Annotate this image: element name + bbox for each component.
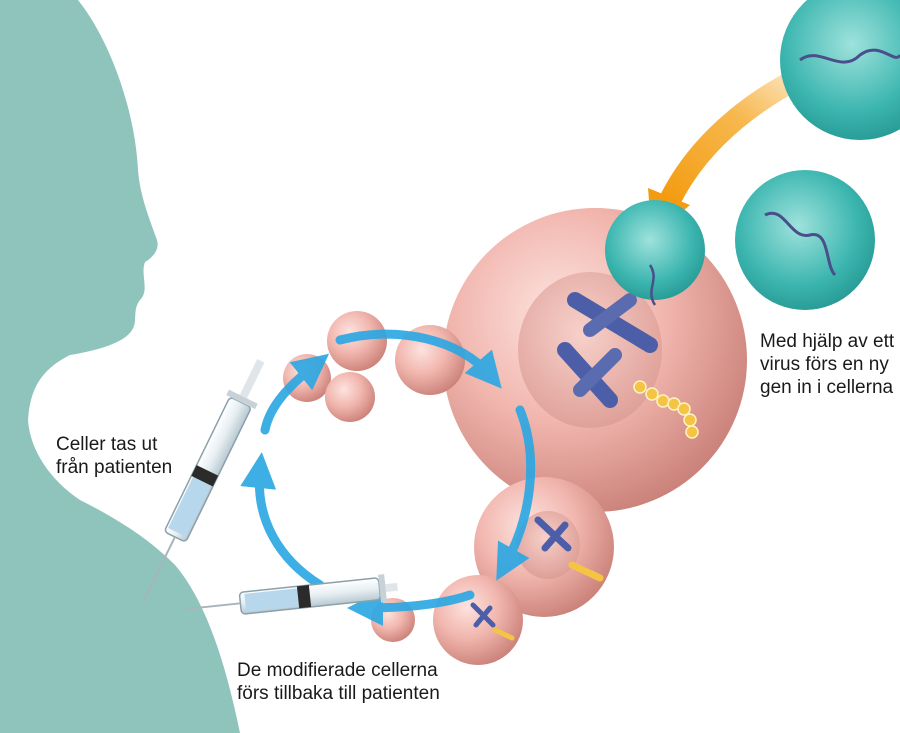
- virus-entering-cell: [605, 200, 705, 306]
- label-line: från patienten: [56, 457, 173, 478]
- label-virus-inserts: Med hjälp av ett virus förs en ny gen in…: [760, 330, 894, 399]
- chromosome: [557, 292, 658, 408]
- new-gene-strand: [633, 380, 699, 439]
- label-line: gen in i cellerna: [760, 377, 894, 398]
- virus-top-right: [780, 0, 900, 140]
- label-line: De modifierade cellerna: [237, 660, 438, 681]
- modified-cell-2: [433, 575, 523, 665]
- label-line: virus förs en ny: [760, 354, 889, 375]
- label-line: Med hjälp av ett: [760, 331, 895, 352]
- patient-silhouette: [0, 0, 240, 733]
- label-cells-taken: Celler tas ut från patienten: [56, 433, 172, 479]
- syringe-return: [185, 574, 398, 615]
- cycle-arrows: [240, 329, 536, 626]
- modified-cell-1: [474, 477, 614, 617]
- label-line: Celler tas ut: [56, 434, 158, 455]
- label-line: förs tillbaka till patienten: [237, 683, 440, 704]
- syringe-withdraw: [143, 358, 265, 601]
- label-cells-returned: De modifierade cellerna förs tillbaka ti…: [237, 659, 440, 705]
- virus-right: [735, 170, 875, 310]
